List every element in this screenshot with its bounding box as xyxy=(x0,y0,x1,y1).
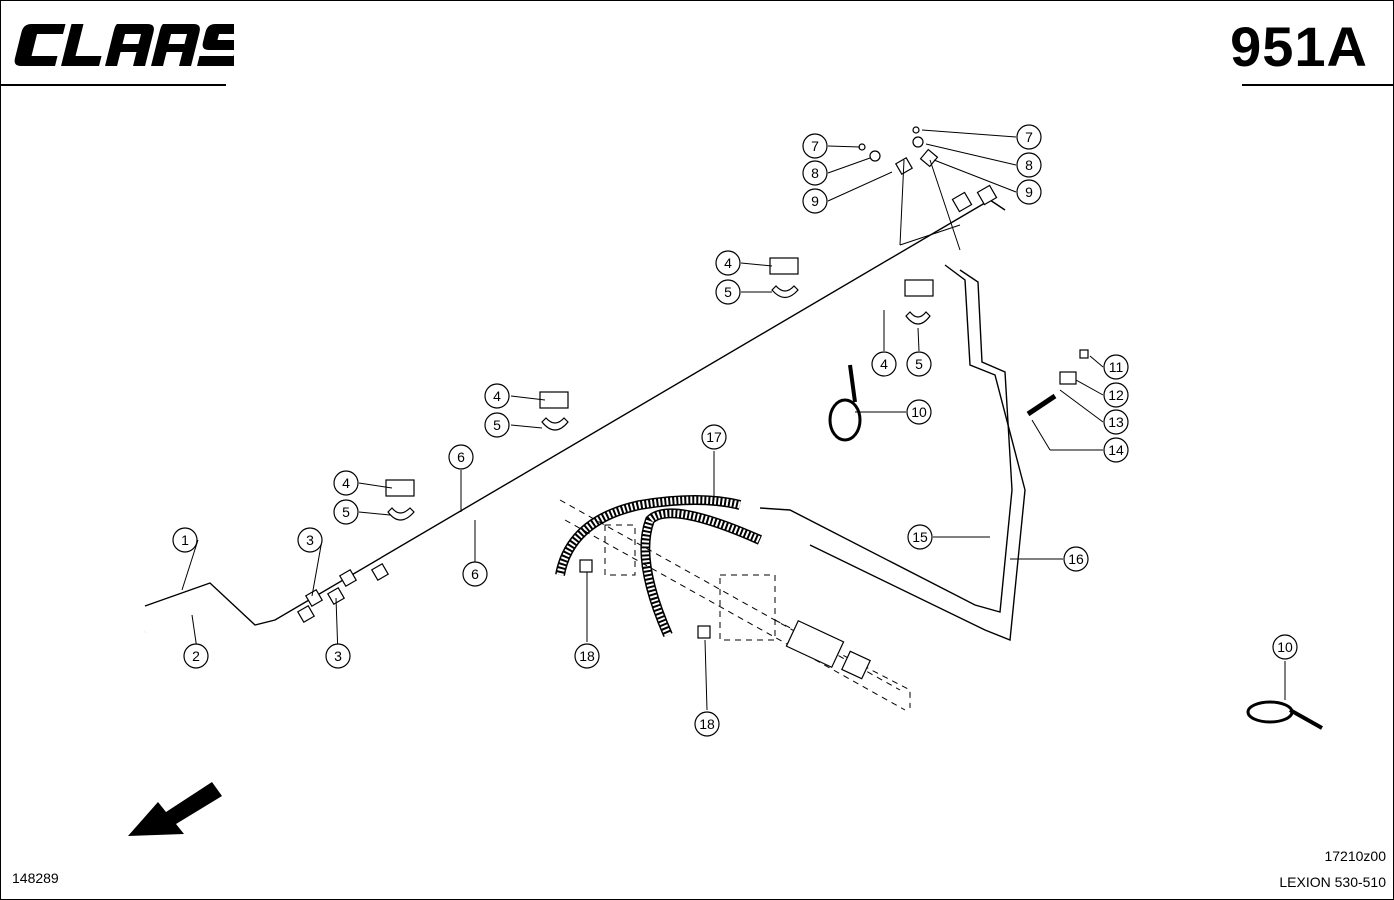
svg-text:18: 18 xyxy=(699,716,715,732)
svg-text:12: 12 xyxy=(1108,387,1124,403)
callout-3: 3 xyxy=(325,643,351,669)
svg-text:16: 16 xyxy=(1068,551,1084,567)
svg-text:5: 5 xyxy=(724,284,732,300)
fittings xyxy=(296,126,1089,639)
svg-text:7: 7 xyxy=(811,138,819,154)
callout-9: 9 xyxy=(1016,179,1042,205)
svg-text:15: 15 xyxy=(912,529,928,545)
svg-text:7: 7 xyxy=(1025,129,1033,145)
callout-8: 8 xyxy=(1016,152,1042,178)
callout-11: 11 xyxy=(1103,354,1129,380)
valve-block-dashed xyxy=(559,499,911,711)
callout-18: 18 xyxy=(694,711,720,737)
svg-text:6: 6 xyxy=(457,449,465,465)
svg-text:13: 13 xyxy=(1108,414,1124,430)
svg-text:4: 4 xyxy=(493,388,501,404)
header-rule-left xyxy=(0,84,226,86)
callout-10: 10 xyxy=(1272,634,1298,660)
svg-text:5: 5 xyxy=(915,356,923,372)
svg-text:4: 4 xyxy=(880,356,888,372)
header-rule-right xyxy=(1242,84,1394,86)
svg-text:5: 5 xyxy=(493,417,501,433)
callout-5: 5 xyxy=(715,279,741,305)
callout-5: 5 xyxy=(333,499,359,525)
bolt xyxy=(1026,393,1057,417)
cable-ties xyxy=(828,364,1323,730)
svg-text:9: 9 xyxy=(811,193,819,209)
callout-2: 2 xyxy=(183,643,209,669)
callout-12: 12 xyxy=(1103,382,1129,408)
callout-6: 6 xyxy=(448,444,474,470)
callout-5: 5 xyxy=(906,351,932,377)
hoses-17 xyxy=(555,495,763,638)
claas-logo xyxy=(14,24,234,66)
callout-14: 14 xyxy=(1103,437,1129,463)
svg-text:8: 8 xyxy=(811,165,819,181)
svg-text:8: 8 xyxy=(1025,157,1033,173)
direction-arrow xyxy=(128,782,222,836)
svg-text:10: 10 xyxy=(1277,639,1293,655)
callout-8: 8 xyxy=(802,160,828,186)
svg-text:11: 11 xyxy=(1109,359,1124,375)
svg-text:6: 6 xyxy=(471,566,479,582)
coupling xyxy=(785,619,871,680)
svg-text:5: 5 xyxy=(342,504,350,520)
machine-model: LEXION 530-510 xyxy=(1279,874,1386,890)
callout-4: 4 xyxy=(484,383,510,409)
callout-7: 7 xyxy=(1016,124,1042,150)
callout-13: 13 xyxy=(1103,409,1129,435)
svg-text:1: 1 xyxy=(181,532,189,548)
leader-lines xyxy=(181,129,1286,711)
callout-4: 4 xyxy=(871,351,897,377)
svg-text:3: 3 xyxy=(306,532,314,548)
drawing-reference: 148289 xyxy=(12,870,59,886)
clamps xyxy=(385,257,934,521)
page-number: 951A xyxy=(1230,15,1368,78)
callout-3: 3 xyxy=(297,527,323,553)
main-pipes xyxy=(144,198,1006,642)
svg-text:10: 10 xyxy=(911,404,927,420)
callout-17: 17 xyxy=(701,424,727,450)
svg-text:17: 17 xyxy=(706,429,722,445)
figure-code: 17210z00 xyxy=(1324,848,1386,864)
callout-6: 6 xyxy=(462,561,488,587)
return-pipes xyxy=(759,264,1026,641)
svg-text:2: 2 xyxy=(192,648,200,664)
callout-7: 7 xyxy=(802,133,828,159)
callout-9: 9 xyxy=(802,188,828,214)
callout-18: 18 xyxy=(574,643,600,669)
svg-text:18: 18 xyxy=(579,648,595,664)
svg-text:14: 14 xyxy=(1108,442,1124,458)
svg-text:4: 4 xyxy=(342,475,350,491)
svg-text:3: 3 xyxy=(334,648,342,664)
callout-5: 5 xyxy=(484,412,510,438)
callout-15: 15 xyxy=(907,524,933,550)
callout-4: 4 xyxy=(715,250,741,276)
callout-4: 4 xyxy=(333,470,359,496)
svg-text:4: 4 xyxy=(724,255,732,271)
callout-1: 1 xyxy=(172,527,198,553)
callout-16: 16 xyxy=(1063,546,1089,572)
svg-text:9: 9 xyxy=(1025,184,1033,200)
callout-10: 10 xyxy=(906,399,932,425)
